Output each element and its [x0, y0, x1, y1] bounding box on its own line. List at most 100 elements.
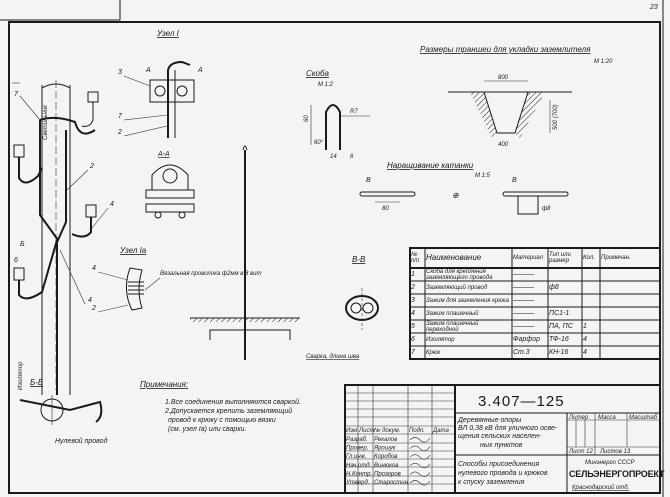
position-label: 4 [88, 297, 92, 304]
insulator-icon [87, 91, 99, 103]
description-line: щения сельских населен- [458, 433, 542, 440]
table-cell [600, 281, 660, 294]
zero-wire-label: Нулевой провод [55, 437, 108, 445]
table-cell [582, 281, 600, 294]
column-header: Подп. [409, 428, 425, 434]
column-header: № докум. [374, 427, 400, 434]
cross-section-symbol: ⊕ [452, 191, 459, 200]
table-cell: ТФ-16 [549, 336, 569, 343]
position-label: 6 [14, 257, 18, 264]
organization: СЕЛЬЭНЕРГОПРОЕКТ [569, 469, 665, 479]
table-cell: КН-16 [549, 349, 569, 356]
table-cell [582, 294, 600, 307]
description-line: ных пунктов [480, 442, 523, 449]
signature-role: Утверд. [345, 480, 370, 486]
table-cell: Заземляющий провод [426, 284, 488, 291]
table-header: № п/п [411, 252, 420, 264]
table-header: Кол. [583, 255, 595, 261]
mass-header: Масса [598, 415, 616, 421]
node-1a-title: Узел Iа [119, 246, 147, 255]
section-mark-b: Б [20, 241, 25, 248]
section-aa-title: А-А [157, 151, 170, 158]
dimension-label: 800 [498, 75, 509, 81]
insulator-icon [13, 267, 25, 281]
signature-mark [409, 471, 431, 477]
table-cell: ——— [513, 284, 534, 291]
column-header: Лист [358, 428, 374, 434]
description-line: Деревянные опоры [457, 417, 522, 424]
signature-mark [409, 445, 431, 451]
table-cell [582, 307, 600, 320]
drawing-title-line: к спуску заземления [458, 479, 525, 486]
rod-extension-title: Наращивание катанки [387, 161, 474, 170]
rod-extension-view: Наращивание катанки М 1:5 80 В ⊕ В ф8 [359, 161, 569, 215]
node-1-title: Узел I [156, 29, 180, 38]
table-cell: 1 [411, 271, 415, 278]
table-cell: 6 [411, 336, 415, 343]
table-cell: Крюк [426, 349, 441, 356]
section-bb-view: Б-Б Нулевой провод [19, 378, 108, 445]
title-block: Литер Масса Масштаб Лист 12 Листов 13 3.… [344, 384, 665, 494]
node-1-view: Узел I А А 3 7 2 А-А [117, 29, 203, 219]
insulator-icon [85, 204, 97, 218]
position-label: 2 [89, 163, 94, 170]
dimension-label: 80 [382, 206, 389, 212]
position-label: 4 [92, 265, 96, 272]
trench-view: Размеры траншеи для укладки заземлителя … [420, 45, 613, 148]
table-cell: Ст.3 [513, 349, 530, 356]
signature-role: Н.Контр. [346, 471, 372, 477]
dimension-label: 60° [314, 140, 324, 146]
trench-title: Размеры траншеи для укладки заземлителя [420, 45, 591, 54]
table-cell: ПА, ПС [549, 323, 573, 330]
ministry: Минэнерго СССР [585, 460, 634, 466]
signature-name: Старостин [374, 480, 409, 486]
stage-header: Литер [568, 415, 589, 421]
signature-role: Нач.отд. [346, 463, 371, 469]
signature-mark [409, 463, 431, 469]
table-cell: 7 [411, 349, 415, 356]
table-cell [548, 294, 582, 307]
notes-title: Примечания: [140, 380, 188, 389]
section-mark-v: В [512, 177, 517, 184]
signature-role: Гл.инж. [346, 454, 366, 460]
table-cell: 5 [411, 323, 415, 330]
welding-note: Сварка, длина шва [306, 354, 360, 360]
note-item: 2.Допускается крепить заземляющий [164, 407, 292, 415]
signature-name: Коробов [374, 454, 397, 460]
signature-name: Ярошук [373, 446, 397, 452]
notes-block: Примечания: 1.Все соединения выполняются… [140, 380, 301, 433]
rod-extension-scale: М 1:5 [475, 173, 491, 179]
table-cell: Фарфор [513, 336, 541, 343]
sheet-count: Листов 13 [599, 449, 631, 455]
signature-name: Винюков [374, 463, 398, 469]
bracket-scale: М 1:2 [318, 82, 334, 88]
note-item: 1.Все соединения выполняются сваркой. [165, 398, 301, 406]
signature-role: Разраб. [346, 437, 368, 443]
section-mark-a: А [197, 67, 203, 74]
dimension-label: 6 [350, 154, 354, 160]
drawing-title-line: нулевого провода и крюков [458, 469, 548, 477]
sheet-number: 23 [649, 4, 658, 11]
section-mark-v: В [366, 177, 371, 184]
table-cell: Зажим плашечный переходной [426, 320, 479, 333]
ground-rod-view [190, 145, 300, 360]
table-cell: 4 [411, 310, 415, 317]
table-cell: 1 [583, 323, 587, 330]
table-cell [582, 268, 600, 281]
table-header: Примечан. [601, 255, 631, 261]
table-cell: Зажим для заземления крюка [426, 297, 509, 304]
table-header: Материал [513, 255, 544, 261]
trench-scale: М 1:20 [594, 59, 613, 65]
pole-assembly-view: 7 2 4 Б 6 4 Светильник Изолятор [12, 80, 114, 395]
position-label: 7 [14, 91, 19, 98]
table-cell [600, 333, 660, 346]
position-label: 7 [118, 113, 123, 120]
table-cell: 3 [411, 297, 415, 304]
table-cell: ПС1-1 [549, 310, 570, 317]
dimension-label: ф8 [542, 206, 551, 212]
position-label: 2 [117, 129, 122, 136]
signature-mark [409, 454, 431, 460]
